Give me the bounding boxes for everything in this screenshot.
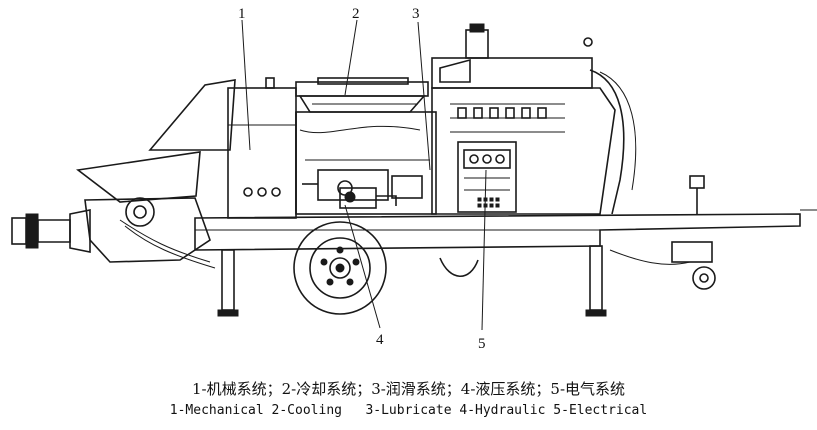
callout-4: 4: [376, 332, 384, 348]
callout-1: 1: [238, 6, 246, 22]
support-legs: [217, 245, 607, 317]
electrical-control-box: [457, 141, 517, 213]
mechanical-cabinet: [227, 77, 297, 219]
engine-compartment: [295, 111, 437, 215]
callout-5: 5: [478, 336, 486, 352]
wheel: [293, 221, 479, 315]
outlet-pipe: [11, 209, 91, 253]
caption-english: 1-Mechanical 2-Cooling 3-Lubricate 4-Hyd…: [169, 403, 648, 418]
hydraulic-unit: [339, 187, 397, 209]
leader-lines: [241, 19, 487, 331]
caption-chinese: 1-机械系统；2-冷却系统；3-润滑系统；4-液压系统；5-电气系统: [191, 380, 626, 398]
hopper: [76, 79, 236, 269]
engine: [431, 23, 637, 215]
callout-3: 3: [412, 6, 420, 22]
callout-2: 2: [352, 6, 360, 22]
concrete-pump-line-drawing: 1 2 3 4 5: [11, 6, 817, 352]
radiator: [295, 77, 429, 113]
chassis-frame: [194, 213, 801, 251]
rear-assembly: [609, 175, 817, 290]
